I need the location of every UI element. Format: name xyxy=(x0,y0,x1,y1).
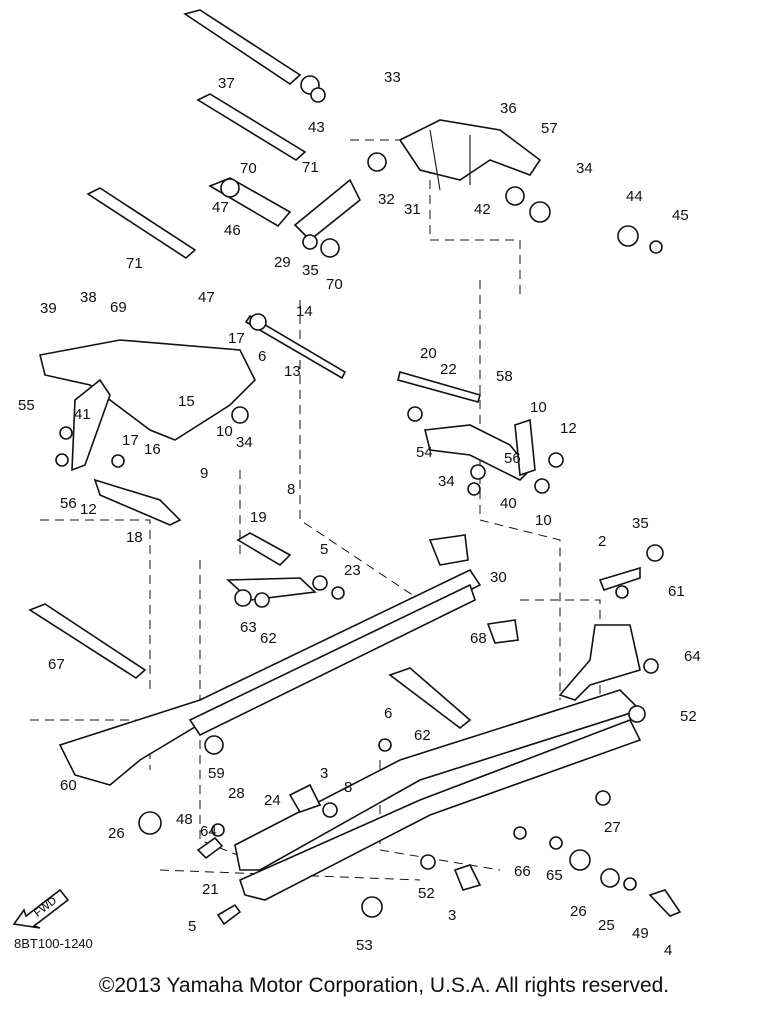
part-callout-56: 56 xyxy=(504,450,521,467)
part-callout-3: 3 xyxy=(448,907,456,924)
part-callout-49: 49 xyxy=(632,925,649,942)
part-callout-58: 58 xyxy=(496,368,513,385)
forward-arrow-icon: FWD xyxy=(12,880,72,930)
front-arm-assembly xyxy=(39,313,347,526)
part-callout-70: 70 xyxy=(240,160,257,177)
diagram-code: 8BT100-1240 xyxy=(14,936,93,951)
part-callout-39: 39 xyxy=(40,300,57,317)
part-callout-31: 31 xyxy=(404,201,421,218)
part-callout-33: 33 xyxy=(384,69,401,86)
upper-shafts xyxy=(86,9,663,260)
part-callout-27: 27 xyxy=(604,819,621,836)
part-callout-65: 65 xyxy=(546,867,563,884)
center-arm-assembly xyxy=(397,371,564,496)
part-callout-6: 6 xyxy=(384,705,392,722)
part-callout-13: 13 xyxy=(284,363,301,380)
part-callout-29: 29 xyxy=(274,254,291,271)
part-callout-66: 66 xyxy=(514,863,531,880)
part-callout-4: 4 xyxy=(664,942,672,959)
part-callout-34: 34 xyxy=(236,434,253,451)
part-callout-52: 52 xyxy=(680,708,697,725)
part-callout-8: 8 xyxy=(287,481,295,498)
part-callout-12: 12 xyxy=(80,501,97,518)
part-callout-10: 10 xyxy=(216,423,233,440)
part-callout-12: 12 xyxy=(560,420,577,437)
part-callout-19: 19 xyxy=(250,509,267,526)
part-callout-44: 44 xyxy=(626,188,643,205)
part-callout-45: 45 xyxy=(672,207,689,224)
part-callout-70: 70 xyxy=(326,276,343,293)
part-callout-21: 21 xyxy=(202,881,219,898)
part-callout-17: 17 xyxy=(122,432,139,449)
part-callout-42: 42 xyxy=(474,201,491,218)
part-callout-2: 2 xyxy=(598,533,606,550)
part-callout-34: 34 xyxy=(576,160,593,177)
part-callout-22: 22 xyxy=(440,361,457,378)
part-callout-56: 56 xyxy=(60,495,77,512)
part-callout-68: 68 xyxy=(470,630,487,647)
part-callout-54: 54 xyxy=(416,444,433,461)
part-callout-46: 46 xyxy=(224,222,241,239)
part-callout-64: 64 xyxy=(684,648,701,665)
part-callout-48: 48 xyxy=(176,811,193,828)
part-callout-55: 55 xyxy=(18,397,35,414)
part-callout-47: 47 xyxy=(212,199,229,216)
part-callout-57: 57 xyxy=(541,120,558,137)
alignment-lines xyxy=(30,139,601,881)
part-callout-63: 63 xyxy=(240,619,257,636)
part-callout-71: 71 xyxy=(302,159,319,176)
part-callout-26: 26 xyxy=(570,903,587,920)
part-callout-35: 35 xyxy=(632,515,649,532)
part-callout-67: 67 xyxy=(48,656,65,673)
part-callout-38: 38 xyxy=(80,289,97,306)
small-hardware xyxy=(138,705,682,926)
part-callout-71: 71 xyxy=(126,255,143,272)
part-callout-14: 14 xyxy=(296,303,313,320)
part-callout-32: 32 xyxy=(378,191,395,208)
part-callout-25: 25 xyxy=(598,917,615,934)
part-callout-34: 34 xyxy=(438,473,455,490)
part-callout-53: 53 xyxy=(356,937,373,954)
part-callout-40: 40 xyxy=(500,495,517,512)
part-callout-47: 47 xyxy=(198,289,215,306)
part-callout-6: 6 xyxy=(258,348,266,365)
part-callout-37: 37 xyxy=(218,75,235,92)
part-callout-16: 16 xyxy=(144,441,161,458)
part-callout-41: 41 xyxy=(74,406,91,423)
part-callout-64: 64 xyxy=(200,823,217,840)
part-callout-59: 59 xyxy=(208,765,225,782)
part-callout-43: 43 xyxy=(308,119,325,136)
part-callout-8: 8 xyxy=(344,779,352,796)
part-callout-15: 15 xyxy=(178,393,195,410)
part-callout-60: 60 xyxy=(60,777,77,794)
part-callout-5: 5 xyxy=(320,541,328,558)
part-callout-18: 18 xyxy=(126,529,143,546)
part-callout-20: 20 xyxy=(420,345,437,362)
part-callout-26: 26 xyxy=(108,825,125,842)
part-callout-9: 9 xyxy=(200,465,208,482)
part-callout-17: 17 xyxy=(228,330,245,347)
middle-pieces xyxy=(28,532,664,680)
part-callout-10: 10 xyxy=(530,399,547,416)
part-callout-28: 28 xyxy=(228,785,245,802)
part-callout-30: 30 xyxy=(490,569,507,586)
part-callout-3: 3 xyxy=(320,765,328,782)
part-callout-5: 5 xyxy=(188,918,196,935)
part-callout-36: 36 xyxy=(500,100,517,117)
part-callout-62: 62 xyxy=(260,630,277,647)
part-callout-35: 35 xyxy=(302,262,319,279)
part-callout-61: 61 xyxy=(668,583,685,600)
part-callout-23: 23 xyxy=(344,562,361,579)
part-callout-62: 62 xyxy=(414,727,431,744)
part-callout-10: 10 xyxy=(535,512,552,529)
part-callout-52: 52 xyxy=(418,885,435,902)
part-callout-69: 69 xyxy=(110,299,127,316)
rear-arm-assembly xyxy=(398,119,542,191)
part-callout-24: 24 xyxy=(264,792,281,809)
slide-rails xyxy=(58,534,642,901)
copyright-notice: ©2013 Yamaha Motor Corporation, U.S.A. A… xyxy=(98,974,670,997)
